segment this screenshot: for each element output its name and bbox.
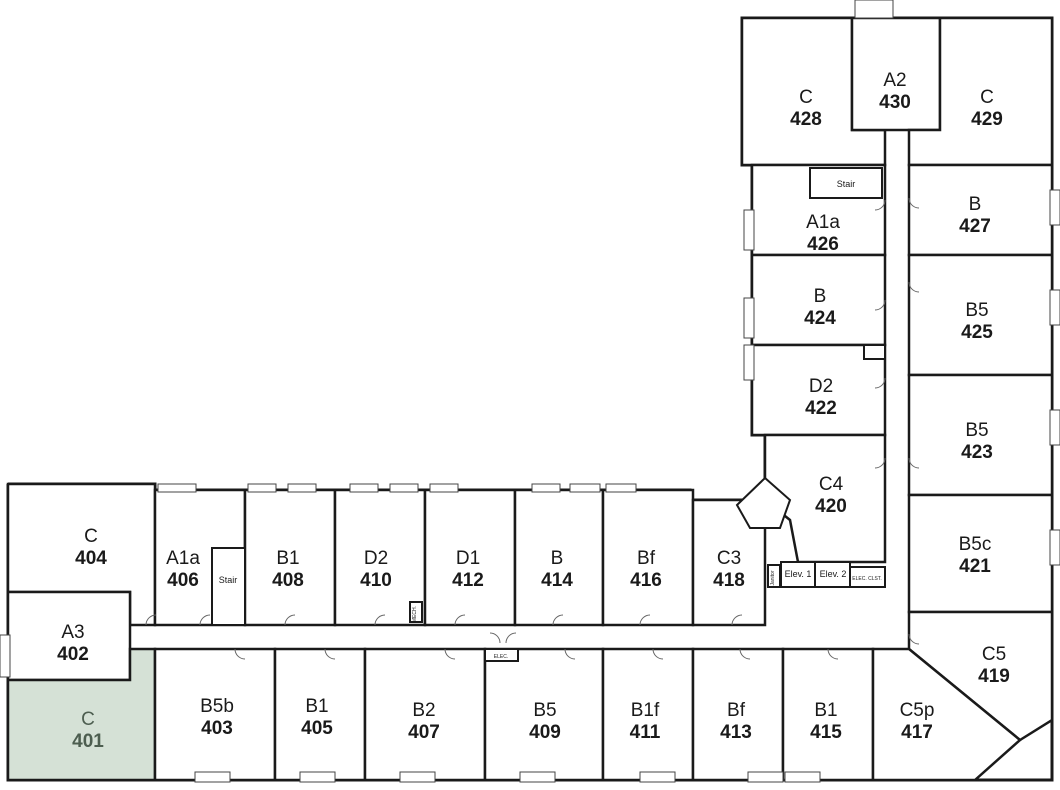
unit-410-type: D2	[364, 548, 388, 569]
unit-407-type: B2	[412, 700, 435, 721]
unit-413-type: Bf	[727, 700, 746, 721]
unit-408-number: 408	[272, 570, 304, 591]
unit-411-number: 411	[630, 722, 661, 743]
unit-402-type: A3	[61, 622, 84, 643]
unit-427-type: B	[969, 194, 982, 215]
elevator-2-label: Elev. 2	[820, 569, 847, 579]
unit-411-type: B1f	[631, 700, 660, 721]
unit-423-type: B5	[965, 420, 988, 441]
elec-closet-label: ELEC. CLST.	[852, 576, 881, 582]
unit-422-type: D2	[809, 376, 833, 397]
unit-labels: C401A3402B5b403C404B1405A1a406B2407B1408…	[57, 70, 1010, 752]
unit-415-type: B1	[814, 700, 837, 721]
mech-closet	[409, 601, 423, 623]
unit-429-type: C	[980, 87, 994, 108]
unit-401-number: 401	[72, 731, 104, 752]
unit-406-number: 406	[167, 570, 199, 591]
unit-402-number: 402	[57, 644, 89, 665]
shaft-422	[863, 344, 886, 360]
unit-426-type: A1a	[806, 212, 840, 233]
elec-closet	[849, 566, 886, 588]
unit-424-type: B	[814, 286, 827, 307]
service-labels: Stair Stair Elev. 1 Elev. 2 ELEC. CLST. …	[219, 179, 882, 660]
unit-401-type: C	[81, 709, 95, 730]
stair-north-label: Stair	[837, 179, 856, 189]
unit-415-number: 415	[810, 722, 842, 743]
unit-419-type: C5	[982, 644, 1006, 665]
unit-412-number: 412	[452, 570, 484, 591]
unit-412-type: D1	[456, 548, 480, 569]
unit-414-type: B	[551, 548, 564, 569]
unit-418-type: C3	[717, 548, 741, 569]
unit-421-number: 421	[959, 556, 991, 577]
unit-416-type: Bf	[637, 548, 656, 569]
service-rooms	[211, 167, 886, 662]
unit-406-type: A1a	[166, 548, 200, 569]
unit-430-type: A2	[883, 70, 906, 91]
unit-420-type: C4	[819, 474, 844, 495]
unit-426-number: 426	[807, 234, 839, 255]
unit-419[interactable]	[907, 610, 1054, 742]
unit-407-number: 407	[408, 722, 440, 743]
unit-404-number: 404	[75, 548, 107, 569]
unit-410-number: 410	[360, 570, 392, 591]
stair-west-label: Stair	[219, 575, 238, 585]
unit-403-number: 403	[201, 718, 233, 739]
unit-417[interactable]	[871, 647, 1022, 782]
unit-419-number: 419	[978, 666, 1010, 687]
corridors	[130, 140, 909, 650]
elec-corridor	[484, 648, 519, 662]
elec-corridor-label: ELEC.	[494, 654, 508, 660]
unit-430-number: 430	[879, 92, 911, 113]
bay-stair	[735, 476, 792, 529]
elevator-1-label: Elev. 1	[785, 569, 812, 579]
unit-409-number: 409	[529, 722, 561, 743]
janitor-label: Janitor	[770, 570, 776, 585]
unit-416-number: 416	[630, 570, 662, 591]
unit-409-type: B5	[533, 700, 556, 721]
unit-425-number: 425	[961, 322, 993, 343]
unit-413-number: 413	[720, 722, 752, 743]
unit-408-type: B1	[276, 548, 299, 569]
unit-420-number: 420	[815, 496, 847, 517]
unit-414-number: 414	[541, 570, 573, 591]
unit-421-type: B5c	[959, 534, 992, 555]
elevator-2	[814, 561, 851, 588]
stair-west	[211, 547, 246, 626]
unit-405-number: 405	[301, 718, 333, 739]
unit-405-type: B1	[305, 696, 328, 717]
unit-425-type: B5	[965, 300, 988, 321]
unit-424-number: 424	[804, 308, 836, 329]
unit-427-number: 427	[959, 216, 991, 237]
unit-417-type: C5p	[900, 700, 935, 721]
unit-417-number: 417	[901, 722, 933, 743]
unit-layer	[6, 16, 1054, 782]
unit-422-number: 422	[805, 398, 837, 419]
unit-423-number: 423	[961, 442, 993, 463]
unit-429-number: 429	[971, 109, 1003, 130]
door-swings	[145, 197, 920, 660]
stair-north	[809, 167, 883, 199]
unit-403-type: B5b	[200, 696, 234, 717]
mech-label: MECH.	[412, 606, 418, 622]
unit-428-number: 428	[790, 109, 822, 130]
unit-404-type: C	[84, 526, 98, 547]
unit-418-number: 418	[713, 570, 745, 591]
unit-428-type: C	[799, 87, 813, 108]
